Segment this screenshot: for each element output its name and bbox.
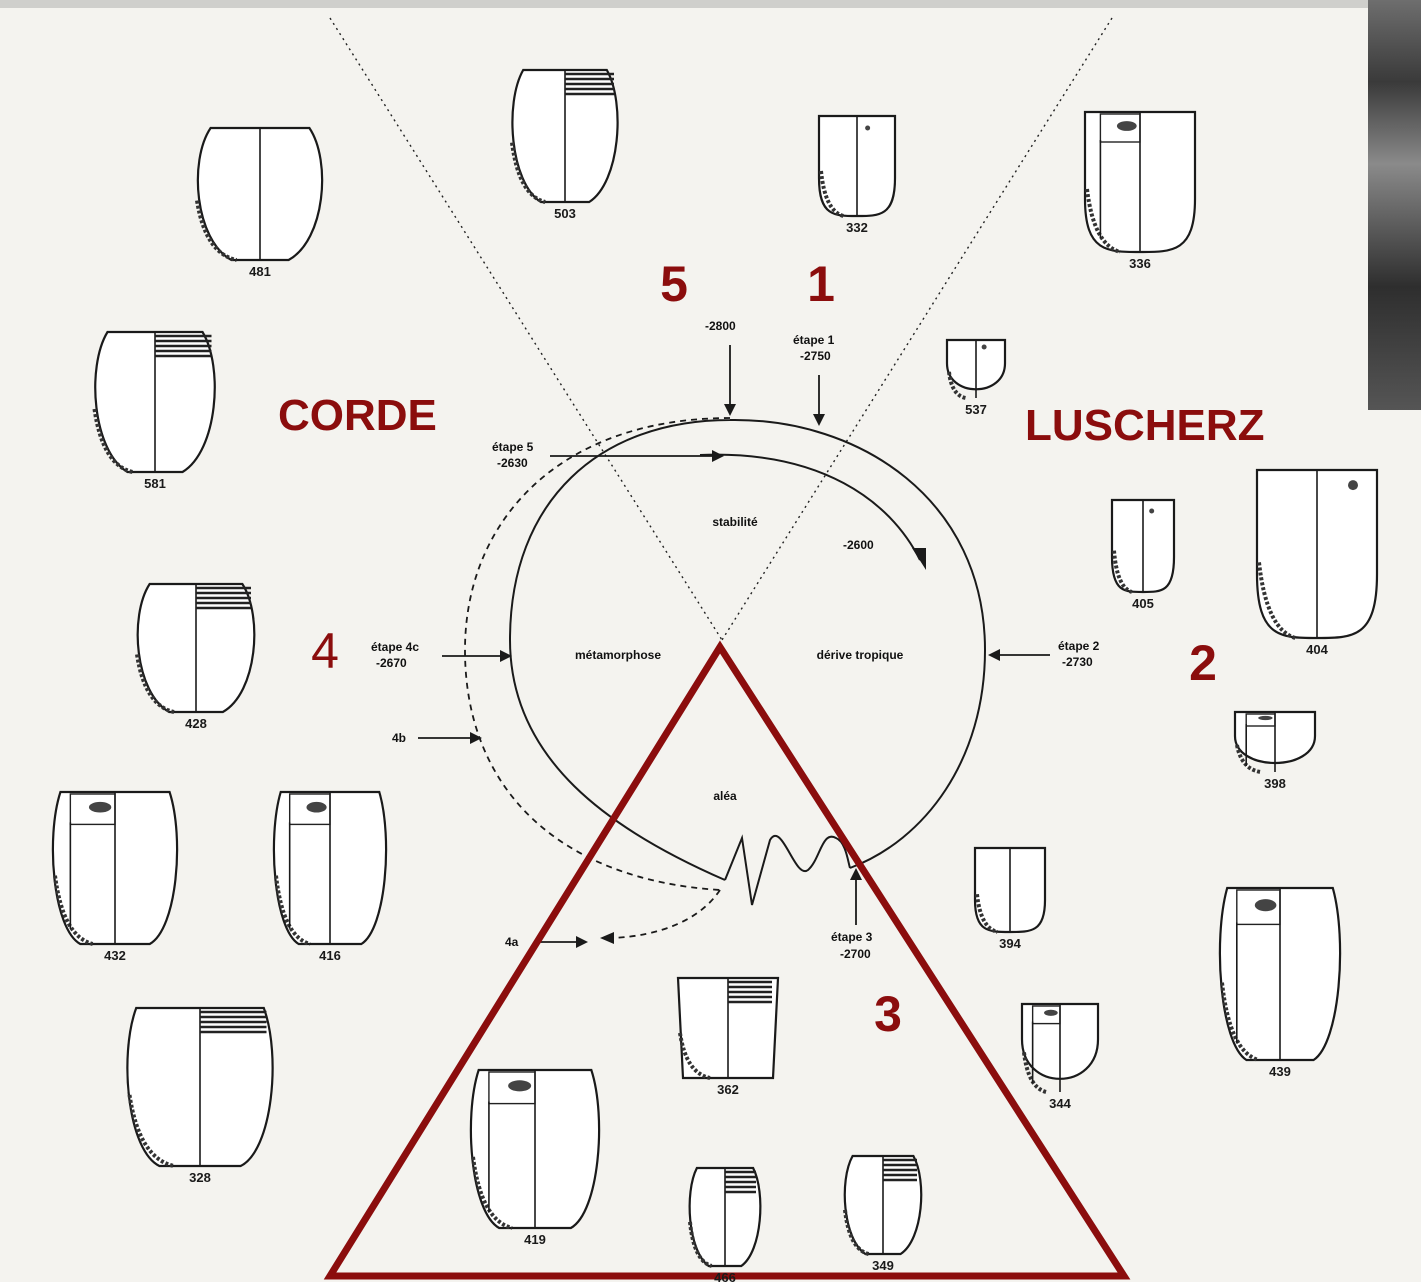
pot-398: 398 [1235, 712, 1315, 791]
pot-number: 362 [717, 1082, 739, 1097]
top-date: -2800 [705, 319, 736, 333]
stage-number-3: 3 [874, 986, 902, 1042]
step4a-label: 4a [505, 935, 519, 949]
stage-number-5: 5 [660, 256, 688, 312]
background-text [80, 40, 760, 360]
step5-label: étape 5 [492, 440, 534, 454]
pot-number: 404 [1306, 642, 1328, 657]
pot-number: 419 [524, 1232, 546, 1247]
corde-title: CORDE [278, 391, 437, 440]
step4a-dashed-arrowhead [600, 932, 614, 944]
arrow-step3 [850, 868, 862, 925]
pot-number: 428 [185, 716, 207, 731]
step3-label: étape 3 [831, 930, 873, 944]
inner-arc-arrowhead [912, 548, 926, 570]
pot-428: 428 [137, 584, 254, 731]
phase-drift: dérive tropique [817, 648, 904, 662]
pot-394: 394 [975, 848, 1045, 951]
arrow-step2 [988, 649, 1050, 661]
pot-number: 394 [999, 936, 1021, 951]
stage-number-4: 4 [311, 623, 339, 679]
arrow-step1 [813, 375, 825, 426]
pot-466: 466 [690, 1168, 761, 1282]
pot-number: 336 [1129, 256, 1151, 271]
step1-label: étape 1 [793, 333, 835, 347]
step4c-label: étape 4c [371, 640, 419, 654]
pot-number: 405 [1132, 596, 1154, 611]
pot-349: 349 [845, 1156, 921, 1273]
pot-332: 332 [819, 116, 895, 235]
pot-number: 537 [965, 402, 987, 417]
step1-date: -2750 [800, 349, 831, 363]
pot-number: 332 [846, 220, 868, 235]
step2-label: étape 2 [1058, 639, 1100, 653]
step4c-date: -2670 [376, 656, 407, 670]
pot-404: 404 [1257, 470, 1377, 657]
pot-number: 503 [554, 206, 576, 221]
step5-date: -2630 [497, 456, 528, 470]
phase-metamorphosis: métamorphose [575, 648, 661, 662]
arrow-step4b [418, 732, 482, 744]
stage-number-2: 2 [1189, 635, 1217, 691]
stage-number-1: 1 [807, 256, 835, 312]
pot-362: 362 [678, 978, 778, 1097]
pot-581: 581 [95, 332, 215, 491]
step4a-dashed-exit [612, 890, 720, 938]
pot-number: 581 [144, 476, 166, 491]
step2-date: -2730 [1062, 655, 1093, 669]
arrow-step5 [550, 450, 724, 462]
pot-432: 432 [53, 792, 177, 963]
arrow-top-2800 [724, 345, 736, 416]
pot-number: 481 [249, 264, 271, 279]
phase-chance: aléa [713, 789, 737, 803]
luscherz-boundary-line [722, 18, 1112, 640]
step4b-label: 4b [392, 731, 406, 745]
pot-336: 336 [1085, 112, 1195, 271]
pot-number: 432 [104, 948, 126, 963]
inner-date: -2600 [843, 538, 874, 552]
pot-number: 398 [1264, 776, 1286, 791]
pot-503: 503 [512, 70, 618, 221]
arrow-step4c [442, 650, 512, 662]
pot-405: 405 [1112, 500, 1174, 611]
inner-arc-arrow [700, 455, 920, 560]
arrow-step4a [540, 936, 588, 948]
pot-number: 344 [1049, 1096, 1071, 1111]
step3-date: -2700 [840, 947, 871, 961]
pot-328: 328 [127, 1008, 272, 1185]
pot-419: 419 [471, 1070, 599, 1247]
pot-439: 439 [1220, 888, 1340, 1079]
pot-416: 416 [274, 792, 386, 963]
pot-number: 466 [714, 1270, 736, 1282]
pot-number: 349 [872, 1258, 894, 1273]
chance-zigzag [725, 836, 850, 905]
pot-344: 344 [1022, 1004, 1098, 1111]
phase-stability: stabilité [712, 515, 758, 529]
pot-481: 481 [197, 128, 322, 279]
luscherz-title: LUSCHERZ [1025, 401, 1265, 450]
pot-number: 439 [1269, 1064, 1291, 1079]
pot-number: 416 [319, 948, 341, 963]
pot-537: 537 [947, 340, 1005, 417]
pot-number: 328 [189, 1170, 211, 1185]
